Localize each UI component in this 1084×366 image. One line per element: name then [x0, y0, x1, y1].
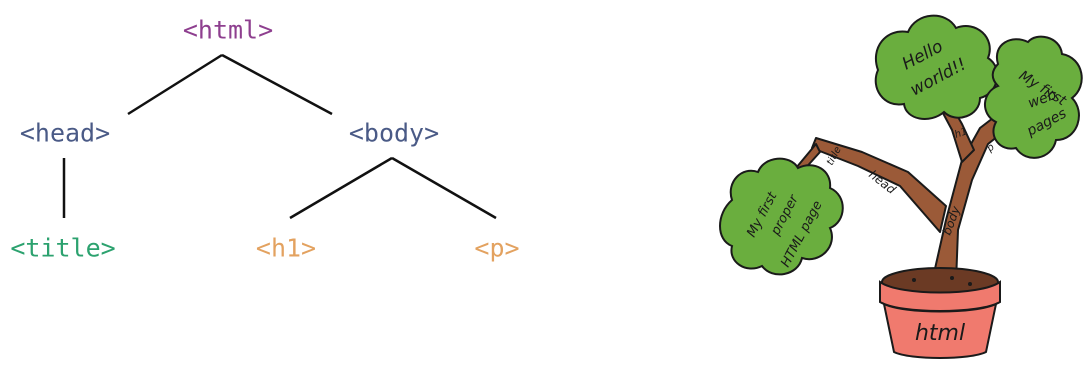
edge-body-p [391, 156, 497, 220]
node-html: <html> [182, 15, 274, 45]
edge-body-h1 [289, 156, 393, 220]
cloud-p [984, 35, 1083, 159]
tree-trunk [795, 95, 1019, 283]
foliage [719, 14, 1083, 276]
pot-body [882, 302, 998, 359]
node-head: <head> [19, 118, 111, 148]
node-p: <p> [474, 233, 520, 263]
html-tree-illustration: html head body title h1 p Hello world!! … [700, 0, 1084, 362]
cloud-title [719, 157, 844, 276]
edge-html-body [221, 53, 333, 116]
node-title: <title> [10, 233, 116, 263]
potted-tree-drawing: html head body title h1 p Hello world!! … [719, 14, 1083, 359]
node-h1: <h1> [255, 233, 317, 263]
node-body: <body> [348, 118, 440, 148]
trunk-label-p: p [984, 142, 997, 155]
tree-edges [62, 53, 497, 220]
html-tree-diagram: <html> <head> <body> <title> <h1> <p> [10, 15, 520, 263]
edge-html-head [127, 53, 223, 116]
pot-label: html [915, 321, 965, 346]
flower-pot [879, 267, 1001, 359]
trunk-label-h1: h1 [953, 126, 969, 141]
